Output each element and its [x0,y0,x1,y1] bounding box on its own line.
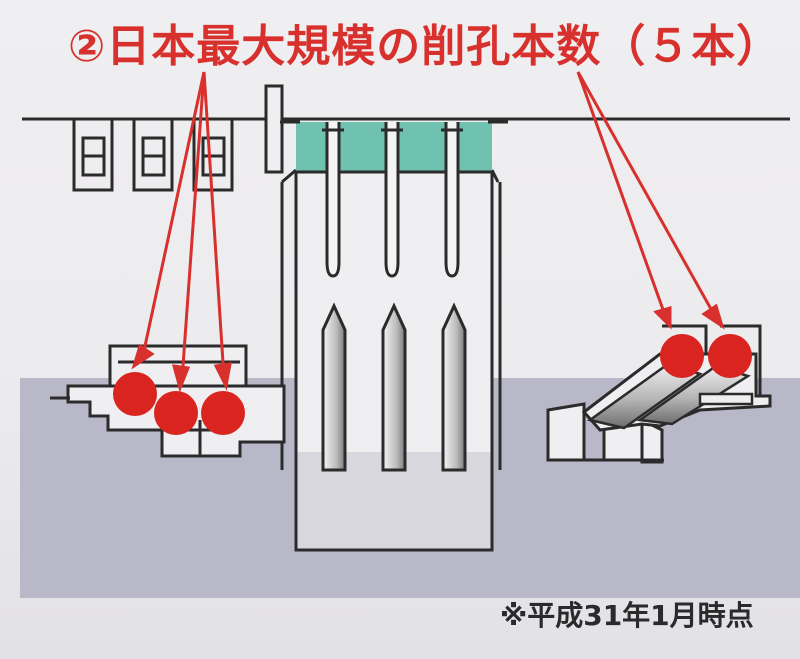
drill-marker [154,391,198,435]
drill-marker [113,372,157,416]
diagram-title: ②日本最大規模の削孔本数（５本） [68,21,782,72]
red-arrows [131,71,725,393]
left-gate-structures [72,119,234,192]
drill-hole-markers-right [660,334,752,378]
conduit-pipes [321,302,467,472]
drill-hole-markers-left [113,372,245,435]
drill-marker [201,391,245,435]
drill-marker [660,334,704,378]
drill-marker [708,334,752,378]
pier-post [264,84,284,174]
dam-piers [280,120,508,278]
date-note: ※平成31年1月時点 [500,599,754,632]
